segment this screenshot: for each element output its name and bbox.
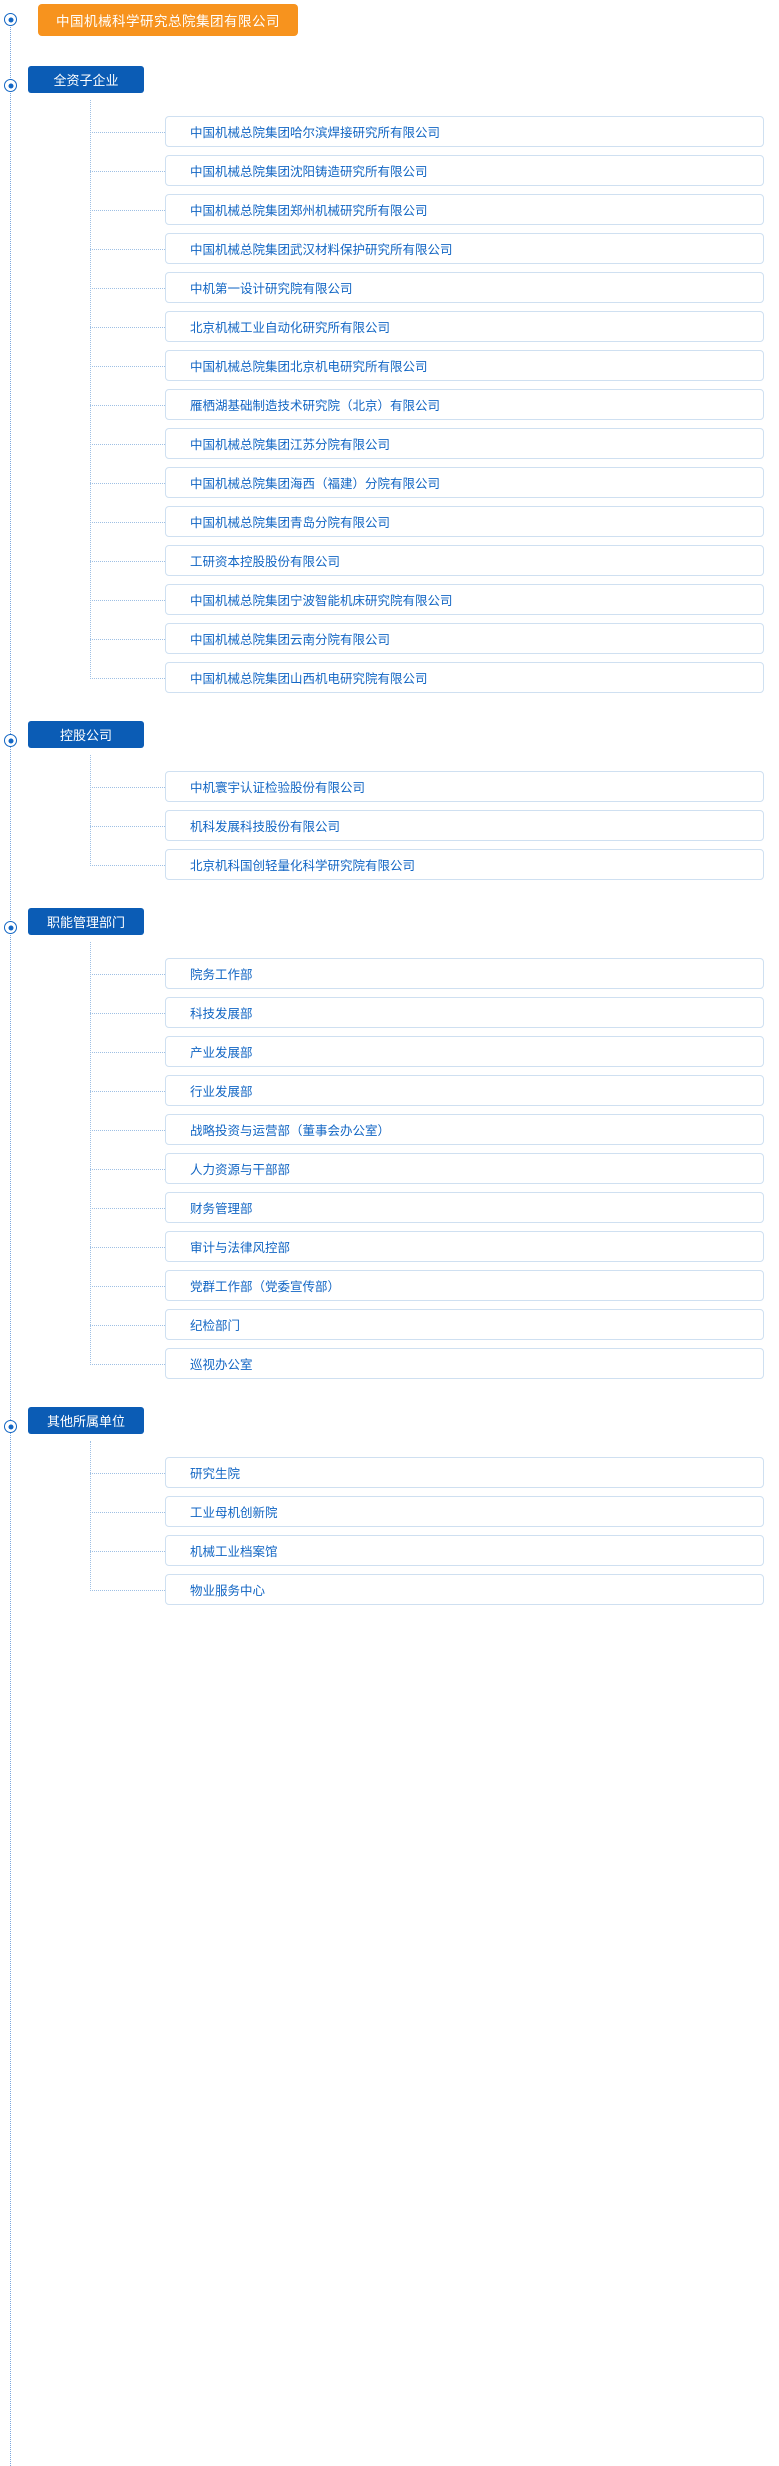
- section-header-2[interactable]: 职能管理部门: [28, 908, 144, 935]
- section-item-list: 中机寰宇认证检验股份有限公司机科发展科技股份有限公司北京机科国创轻量化科学研究院…: [90, 755, 779, 884]
- radio-target-icon: [4, 1420, 17, 1433]
- org-unit-box[interactable]: 机械工业档案馆: [165, 1535, 764, 1566]
- org-unit-box[interactable]: 科技发展部: [165, 997, 764, 1028]
- section-item-list: 中国机械总院集团哈尔滨焊接研究所有限公司中国机械总院集团沈阳铸造研究所有限公司中…: [90, 100, 779, 697]
- org-unit-box[interactable]: 机科发展科技股份有限公司: [165, 810, 764, 841]
- list-item: 中国机械总院集团郑州机械研究所有限公司: [90, 190, 779, 229]
- list-item: 中国机械总院集团青岛分院有限公司: [90, 502, 779, 541]
- org-unit-box[interactable]: 中国机械总院集团沈阳铸造研究所有限公司: [165, 155, 764, 186]
- list-item: 中国机械总院集团江苏分院有限公司: [90, 424, 779, 463]
- org-unit-box[interactable]: 中国机械总院集团哈尔滨焊接研究所有限公司: [165, 116, 764, 147]
- radio-target-icon: [4, 734, 17, 747]
- list-item: 雁栖湖基础制造技术研究院（北京）有限公司: [90, 385, 779, 424]
- spacer: [0, 697, 779, 721]
- tree-spine-line: [10, 20, 11, 2466]
- list-item: 科技发展部: [90, 993, 779, 1032]
- list-item: 纪检部门: [90, 1305, 779, 1344]
- spacer: [0, 52, 779, 66]
- list-item: 巡视办公室: [90, 1344, 779, 1383]
- list-item: 中国机械总院集团哈尔滨焊接研究所有限公司: [90, 112, 779, 151]
- list-item: 产业发展部: [90, 1032, 779, 1071]
- radio-target-icon: [4, 13, 17, 26]
- org-unit-box[interactable]: 中国机械总院集团江苏分院有限公司: [165, 428, 764, 459]
- org-unit-box[interactable]: 北京机科国创轻量化科学研究院有限公司: [165, 849, 764, 880]
- org-unit-box[interactable]: 战略投资与运营部（董事会办公室）: [165, 1114, 764, 1145]
- root-node-banner[interactable]: 中国机械科学研究总院集团有限公司: [38, 4, 298, 36]
- org-unit-box[interactable]: 审计与法律风控部: [165, 1231, 764, 1262]
- section-header-row: 控股公司: [0, 721, 779, 767]
- org-unit-box[interactable]: 巡视办公室: [165, 1348, 764, 1379]
- list-item: 中国机械总院集团云南分院有限公司: [90, 619, 779, 658]
- list-item: 中国机械总院集团北京机电研究所有限公司: [90, 346, 779, 385]
- org-unit-box[interactable]: 中国机械总院集团海西（福建）分院有限公司: [165, 467, 764, 498]
- list-item: 院务工作部: [90, 954, 779, 993]
- list-item: 中机寰宇认证检验股份有限公司: [90, 767, 779, 806]
- org-unit-box[interactable]: 纪检部门: [165, 1309, 764, 1340]
- spacer: [0, 1383, 779, 1407]
- section-item-list: 研究生院工业母机创新院机械工业档案馆物业服务中心: [90, 1441, 779, 1609]
- org-unit-box[interactable]: 财务管理部: [165, 1192, 764, 1223]
- list-item: 北京机科国创轻量化科学研究院有限公司: [90, 845, 779, 884]
- org-unit-box[interactable]: 工研资本控股股份有限公司: [165, 545, 764, 576]
- sections-container: 全资子企业中国机械总院集团哈尔滨焊接研究所有限公司中国机械总院集团沈阳铸造研究所…: [0, 66, 779, 1633]
- radio-target-icon: [4, 79, 17, 92]
- org-unit-box[interactable]: 院务工作部: [165, 958, 764, 989]
- list-item: 人力资源与干部部: [90, 1149, 779, 1188]
- section-header-1[interactable]: 控股公司: [28, 721, 144, 748]
- spacer: [0, 1609, 779, 1633]
- org-section: 职能管理部门院务工作部科技发展部产业发展部行业发展部战略投资与运营部（董事会办公…: [0, 908, 779, 1407]
- list-item: 工业母机创新院: [90, 1492, 779, 1531]
- section-header-3[interactable]: 其他所属单位: [28, 1407, 144, 1434]
- org-unit-box[interactable]: 中机第一设计研究院有限公司: [165, 272, 764, 303]
- spacer: [0, 884, 779, 908]
- list-item: 审计与法律风控部: [90, 1227, 779, 1266]
- list-item: 中国机械总院集团海西（福建）分院有限公司: [90, 463, 779, 502]
- section-header-row: 其他所属单位: [0, 1407, 779, 1453]
- list-item: 中国机械总院集团宁波智能机床研究院有限公司: [90, 580, 779, 619]
- org-section: 控股公司中机寰宇认证检验股份有限公司机科发展科技股份有限公司北京机科国创轻量化科…: [0, 721, 779, 908]
- section-header-0[interactable]: 全资子企业: [28, 66, 144, 93]
- org-unit-box[interactable]: 中国机械总院集团宁波智能机床研究院有限公司: [165, 584, 764, 615]
- org-unit-box[interactable]: 中国机械总院集团武汉材料保护研究所有限公司: [165, 233, 764, 264]
- list-item: 物业服务中心: [90, 1570, 779, 1609]
- list-item: 财务管理部: [90, 1188, 779, 1227]
- org-section: 全资子企业中国机械总院集团哈尔滨焊接研究所有限公司中国机械总院集团沈阳铸造研究所…: [0, 66, 779, 721]
- radio-target-icon: [4, 921, 17, 934]
- list-item: 行业发展部: [90, 1071, 779, 1110]
- list-item: 机科发展科技股份有限公司: [90, 806, 779, 845]
- org-unit-box[interactable]: 中国机械总院集团山西机电研究院有限公司: [165, 662, 764, 693]
- section-header-row: 全资子企业: [0, 66, 779, 112]
- org-unit-box[interactable]: 雁栖湖基础制造技术研究院（北京）有限公司: [165, 389, 764, 420]
- org-unit-box[interactable]: 物业服务中心: [165, 1574, 764, 1605]
- org-unit-box[interactable]: 中国机械总院集团北京机电研究所有限公司: [165, 350, 764, 381]
- org-section: 其他所属单位研究生院工业母机创新院机械工业档案馆物业服务中心: [0, 1407, 779, 1633]
- list-item: 中国机械总院集团沈阳铸造研究所有限公司: [90, 151, 779, 190]
- section-item-list: 院务工作部科技发展部产业发展部行业发展部战略投资与运营部（董事会办公室） 人力资源…: [90, 942, 779, 1383]
- org-unit-box[interactable]: 工业母机创新院: [165, 1496, 764, 1527]
- list-item: 战略投资与运营部（董事会办公室）: [90, 1110, 779, 1149]
- org-unit-box[interactable]: 党群工作部（党委宣传部）: [165, 1270, 764, 1301]
- org-unit-box[interactable]: 行业发展部: [165, 1075, 764, 1106]
- org-unit-box[interactable]: 中国机械总院集团青岛分院有限公司: [165, 506, 764, 537]
- org-unit-box[interactable]: 研究生院: [165, 1457, 764, 1488]
- list-item: 北京机械工业自动化研究所有限公司: [90, 307, 779, 346]
- list-item: 工研资本控股股份有限公司: [90, 541, 779, 580]
- list-item: 中国机械总院集团武汉材料保护研究所有限公司: [90, 229, 779, 268]
- list-item: 党群工作部（党委宣传部）: [90, 1266, 779, 1305]
- org-unit-box[interactable]: 中国机械总院集团云南分院有限公司: [165, 623, 764, 654]
- list-item: 中机第一设计研究院有限公司: [90, 268, 779, 307]
- section-header-row: 职能管理部门: [0, 908, 779, 954]
- list-item: 中国机械总院集团山西机电研究院有限公司: [90, 658, 779, 697]
- org-unit-box[interactable]: 中机寰宇认证检验股份有限公司: [165, 771, 764, 802]
- list-item: 机械工业档案馆: [90, 1531, 779, 1570]
- org-unit-box[interactable]: 人力资源与干部部: [165, 1153, 764, 1184]
- list-item: 研究生院: [90, 1453, 779, 1492]
- root-node-row: 中国机械科学研究总院集团有限公司: [0, 0, 779, 52]
- org-unit-box[interactable]: 产业发展部: [165, 1036, 764, 1067]
- org-unit-box[interactable]: 中国机械总院集团郑州机械研究所有限公司: [165, 194, 764, 225]
- org-unit-box[interactable]: 北京机械工业自动化研究所有限公司: [165, 311, 764, 342]
